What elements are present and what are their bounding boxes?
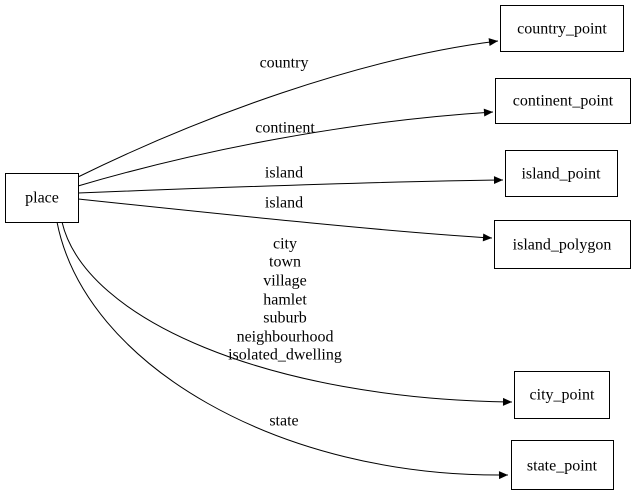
edge-group	[56, 38, 513, 480]
edge-place-to-city-point	[61, 221, 513, 406]
edge-place-to-country-point	[77, 38, 499, 178]
node-city-point-box	[514, 371, 610, 419]
edge-place-to-island-point	[77, 176, 504, 194]
node-city-point: city_point	[514, 371, 610, 419]
edge-place-to-state-point	[56, 221, 509, 480]
node-group: place country_point continent_point isla…	[5, 5, 631, 490]
edge-label-state: state	[269, 413, 298, 430]
edge-label-continent: continent	[255, 120, 315, 137]
node-state-point-label: state_point	[527, 458, 598, 475]
node-place-label: place	[25, 190, 59, 207]
edge-label-island-point: island	[265, 165, 303, 182]
edge-label-village: village	[263, 273, 307, 290]
node-city-point-label: city_point	[530, 387, 595, 404]
edge-label-neighbourhood: neighbourhood	[237, 329, 334, 346]
node-place: place	[5, 173, 79, 223]
edge-place-to-continent-point	[77, 108, 494, 187]
edge-label-isolated-dwelling: isolated_dwelling	[228, 347, 342, 364]
node-island-point-label: island_point	[521, 166, 601, 183]
node-continent-point: continent_point	[495, 78, 631, 124]
node-island-polygon-label: island_polygon	[513, 237, 612, 254]
edge-label-hamlet: hamlet	[263, 292, 307, 309]
node-country-point-box	[500, 5, 624, 52]
node-place-box	[5, 173, 79, 223]
edge-label-city: city	[273, 236, 297, 253]
node-state-point: state_point	[511, 440, 614, 490]
node-island-polygon: island_polygon	[494, 220, 631, 269]
edge-label-group: country continent island island city tow…	[228, 55, 342, 430]
node-continent-point-label: continent_point	[513, 93, 614, 110]
node-state-point-box	[511, 440, 614, 490]
edge-place-to-island-polygon	[77, 198, 493, 242]
edge-label-island-polygon: island	[265, 195, 303, 212]
edge-label-town: town	[269, 254, 301, 271]
node-country-point-label: country_point	[517, 21, 607, 38]
edge-label-country: country	[260, 55, 309, 72]
node-island-polygon-box	[494, 220, 631, 269]
node-country-point: country_point	[500, 5, 624, 52]
edge-label-suburb: suburb	[263, 310, 307, 327]
node-island-point-box	[505, 150, 618, 197]
node-island-point: island_point	[505, 150, 618, 197]
node-continent-point-box	[495, 78, 631, 124]
